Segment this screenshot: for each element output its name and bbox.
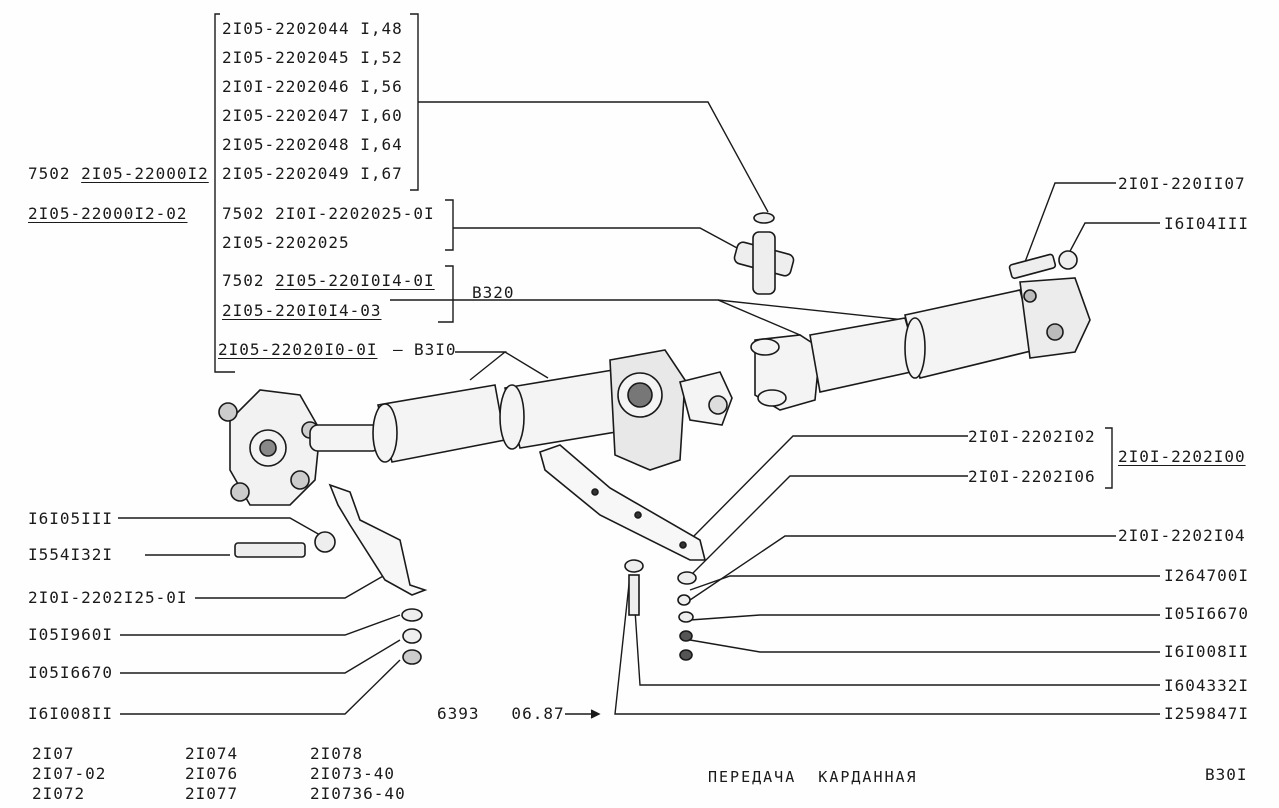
right-list-5: I604332I xyxy=(1164,676,1250,695)
front-shaft xyxy=(309,367,641,463)
model-1-3: 2I072 xyxy=(32,784,86,803)
doc-reference: 6393 06.87 xyxy=(437,704,565,723)
shaft-code: 2I05-22020I0-0I xyxy=(218,340,378,359)
top-box-bracket xyxy=(410,13,419,191)
top-box-line-4: 2I05-2202047 I,60 xyxy=(222,106,403,125)
yoke-line-2: 2I05-220I0I4-03 xyxy=(222,301,382,320)
b310-label: B3I0 xyxy=(414,340,457,359)
model-3-2: 2I073-40 xyxy=(310,764,396,783)
support-bolt xyxy=(628,574,640,616)
page-code: B30I xyxy=(1205,765,1248,784)
right-list-4: I6I008II xyxy=(1164,642,1250,661)
cross-line-1: 7502 2I0I-2202025-0I xyxy=(222,204,435,223)
cross-box-bracket xyxy=(445,199,454,251)
left-group-bracket xyxy=(214,13,235,373)
model-3-1: 2I078 xyxy=(310,744,364,763)
bolt-code: 2I0I-220II07 xyxy=(1118,174,1246,193)
nut-1 xyxy=(402,649,422,665)
model-2-1: 2I074 xyxy=(185,744,239,763)
rear-bolt xyxy=(1008,253,1057,280)
washer-6 xyxy=(678,611,694,623)
cross-line-2: 2I05-2202025 xyxy=(222,233,350,252)
left-code: 2I05-22000I2 xyxy=(81,164,209,183)
shaft-dash: — xyxy=(393,340,404,359)
rear-nut xyxy=(1058,250,1078,270)
yoke-box-bracket xyxy=(438,265,454,323)
top-box-line-2: 2I05-2202045 I,52 xyxy=(222,48,403,67)
right-list-2: I264700I xyxy=(1164,566,1250,585)
top-box-line-6: 2I05-2202049 I,67 xyxy=(222,164,403,183)
washer-2 xyxy=(402,628,422,644)
model-2-3: 2I077 xyxy=(185,784,239,803)
flexible-coupling xyxy=(218,389,321,506)
coupling-bolt xyxy=(234,542,306,558)
rear-shaft xyxy=(750,277,1091,411)
left-list-6: I6I008II xyxy=(28,704,114,723)
leader-cross xyxy=(453,227,751,256)
nut-code: I6I04III xyxy=(1164,214,1250,233)
left-shaft-variant: 2I05-22000I2-02 xyxy=(28,204,188,223)
support-plate xyxy=(539,444,707,561)
left-list-1: I6I05III xyxy=(28,509,114,528)
support-bracket xyxy=(1105,427,1113,489)
heat-shield xyxy=(328,483,428,596)
model-3-3: 2I0736-40 xyxy=(310,784,406,803)
right-list-3: I05I6670 xyxy=(1164,604,1250,623)
b320-label: B320 xyxy=(472,283,515,302)
model-1-2: 2I07-02 xyxy=(32,764,107,783)
yoke-code: 2I05-220I0I4-0I xyxy=(275,271,435,290)
top-box-line-3: 2I0I-2202046 I,56 xyxy=(222,77,403,96)
washer-3 xyxy=(624,559,644,573)
top-box-line-5: 2I05-2202048 I,64 xyxy=(222,135,403,154)
yoke-line-1: 7502 2I05-220I0I4-0I xyxy=(222,272,435,290)
left-shaft-label: 7502 2I05-22000I2 xyxy=(28,165,209,183)
model-2-2: 2I076 xyxy=(185,764,239,783)
left-prefix: 7502 xyxy=(28,164,71,183)
right-list-1: 2I0I-2202I04 xyxy=(1118,526,1246,545)
support-a: 2I0I-2202I02 xyxy=(968,427,1096,446)
universal-joint-cross xyxy=(733,212,795,295)
nut-2 xyxy=(679,630,693,642)
washer-1 xyxy=(401,608,423,622)
nut-3 xyxy=(679,649,693,661)
support-bearing xyxy=(609,349,733,471)
leader-yoke xyxy=(390,299,801,336)
washer-5 xyxy=(677,594,691,606)
support-b: 2I0I-2202I06 xyxy=(968,467,1096,486)
right-list-6: I259847I xyxy=(1164,704,1250,723)
left-list-4: I05I960I xyxy=(28,625,114,644)
yoke-prefix: 7502 xyxy=(222,271,265,290)
support-total: 2I0I-2202I00 xyxy=(1118,447,1246,466)
top-box-line-1: 2I05-2202044 I,48 xyxy=(222,19,403,38)
leader-circlip xyxy=(418,101,769,213)
left-list-5: I05I6670 xyxy=(28,663,114,682)
washer-4 xyxy=(677,571,697,585)
coupling-nut xyxy=(314,531,336,553)
left-list-3: 2I0I-2202I25-0I xyxy=(28,588,188,607)
left-list-2: I554I32I xyxy=(28,545,114,564)
page-title: ПЕРЕДАЧА КАРДАННАЯ xyxy=(708,768,918,786)
model-1-1: 2I07 xyxy=(32,744,75,763)
leader-bolt xyxy=(1024,182,1116,263)
